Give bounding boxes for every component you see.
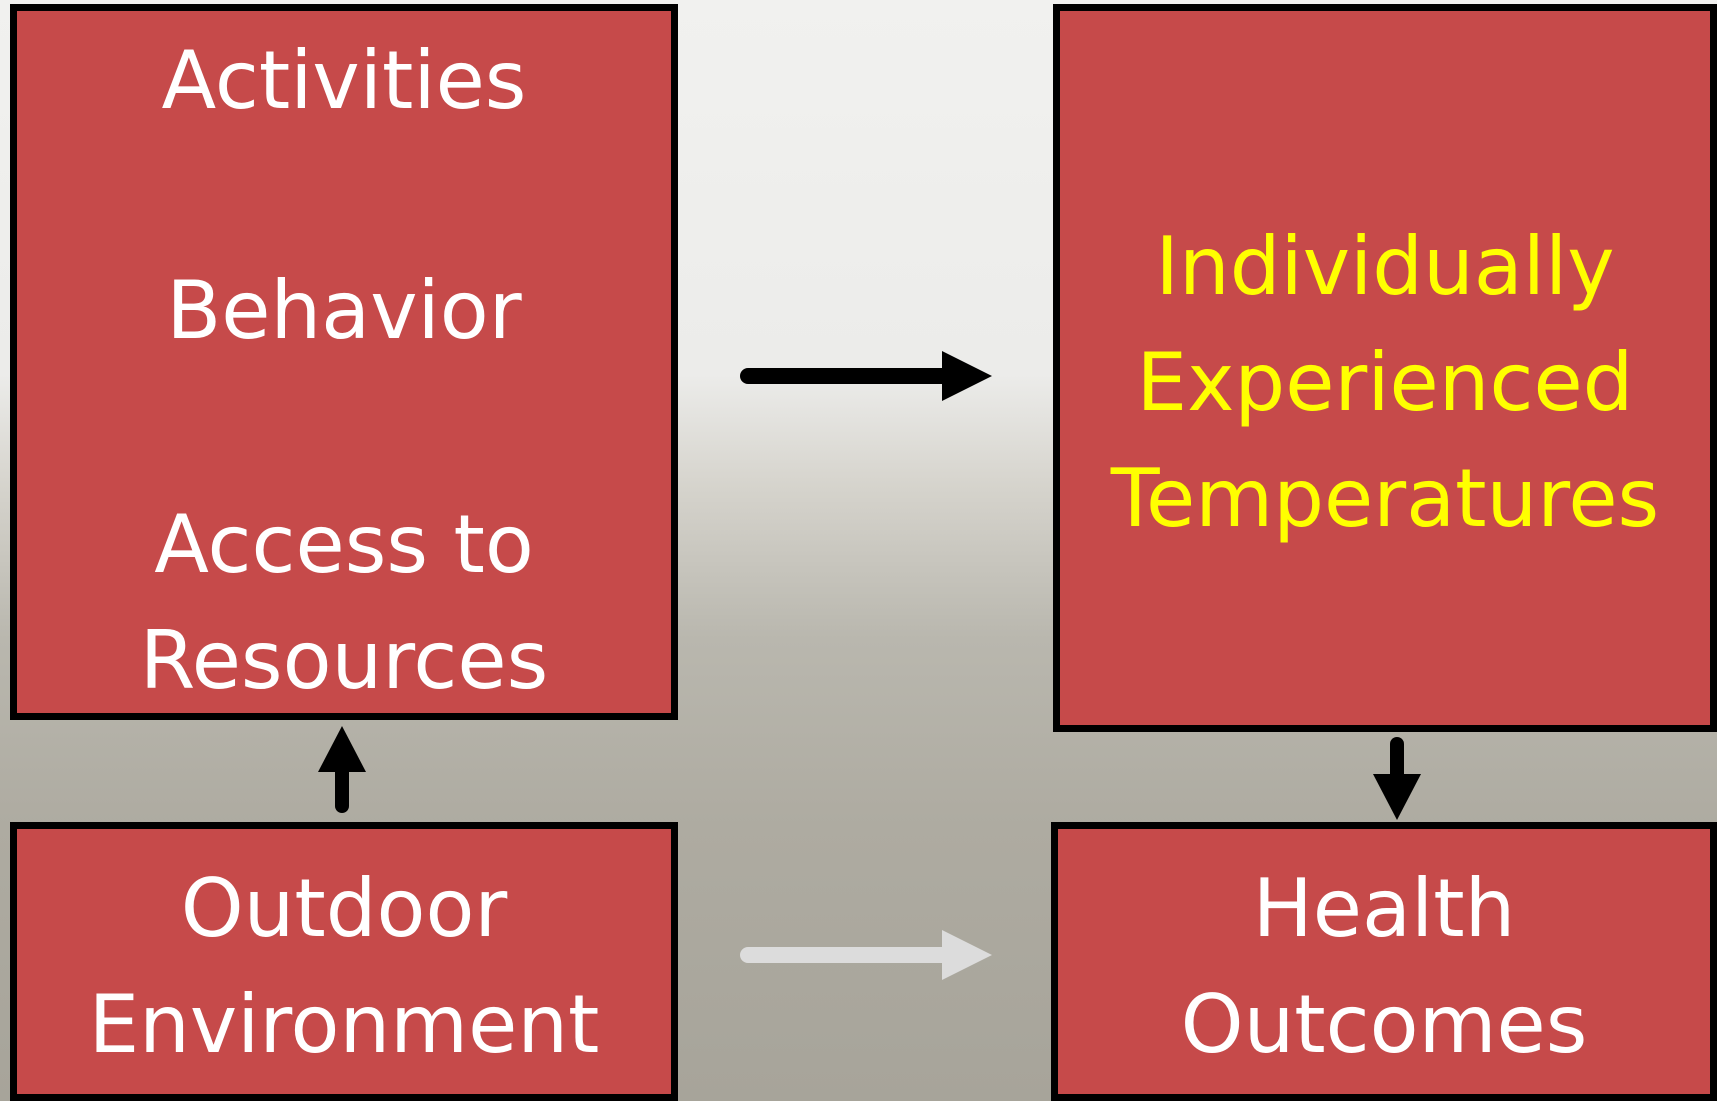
resources-label: Resources bbox=[139, 614, 549, 707]
outcomes-label: Outcomes bbox=[1180, 978, 1588, 1071]
environment-label: Environment bbox=[88, 978, 600, 1071]
outdoor-environment-box: Outdoor Environment bbox=[10, 822, 678, 1101]
health-label: Health bbox=[1252, 862, 1516, 955]
activities-box: Activities Behavior Access to Resources bbox=[10, 4, 678, 720]
temperatures-label: Temperatures bbox=[1110, 452, 1660, 545]
behavior-label: Behavior bbox=[166, 264, 522, 357]
outdoor-label: Outdoor bbox=[180, 862, 508, 955]
access-to-label: Access to bbox=[154, 498, 534, 591]
health-outcomes-box: Health Outcomes bbox=[1051, 822, 1717, 1101]
experienced-label: Experienced bbox=[1136, 336, 1634, 429]
individually-label: Individually bbox=[1155, 220, 1615, 313]
activities-label: Activities bbox=[161, 34, 527, 127]
temperatures-box: Individually Experienced Temperatures bbox=[1053, 4, 1717, 732]
